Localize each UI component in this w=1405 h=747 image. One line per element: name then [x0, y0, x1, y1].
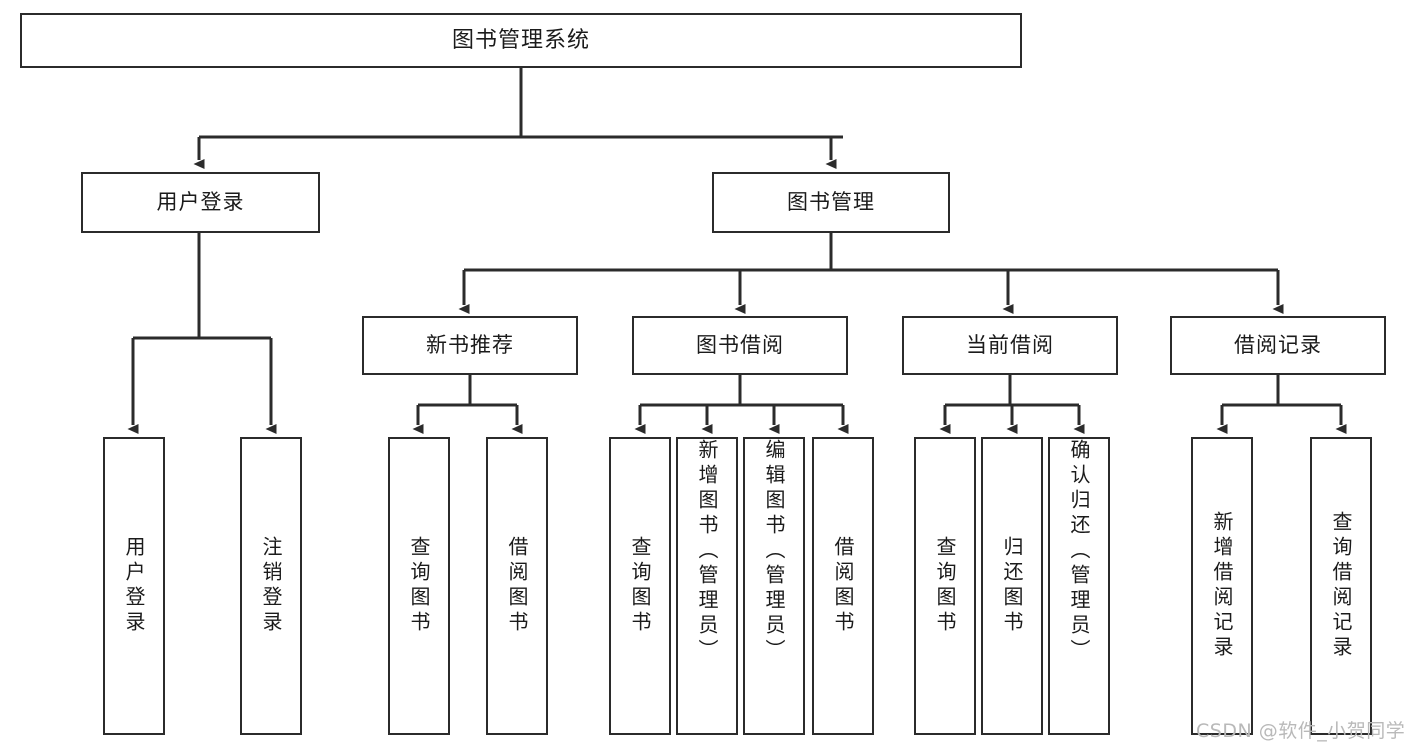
leaf-borrow-book-recommend[interactable]: 借阅图书	[486, 437, 548, 735]
node-label: 借阅图书	[831, 536, 855, 636]
node-label: 图书借阅	[696, 333, 784, 358]
node-label: 当前借阅	[966, 333, 1054, 358]
leaf-edit-book-admin[interactable]: 编辑图书（管理员）	[743, 437, 805, 735]
node-label: 新增图书（管理员）	[695, 439, 719, 664]
leaf-logout[interactable]: 注销登录	[240, 437, 302, 735]
node-current-borrow[interactable]: 当前借阅	[902, 316, 1118, 375]
leaf-user-login[interactable]: 用户登录	[103, 437, 165, 735]
node-label: 归还图书	[1000, 536, 1024, 636]
node-book-management[interactable]: 图书管理	[712, 172, 950, 233]
node-label: 编辑图书（管理员）	[762, 439, 786, 664]
leaf-add-borrow-record[interactable]: 新增借阅记录	[1191, 437, 1253, 735]
node-label: 查询借阅记录	[1329, 511, 1353, 661]
node-new-book-recommend[interactable]: 新书推荐	[362, 316, 578, 375]
node-label: 图书管理系统	[451, 27, 590, 53]
leaf-query-book-borrow[interactable]: 查询图书	[609, 437, 671, 735]
leaf-return-book[interactable]: 归还图书	[981, 437, 1043, 735]
node-root-system[interactable]: 图书管理系统	[20, 13, 1022, 68]
node-label: 用户登录	[122, 536, 146, 636]
node-label: 新增借阅记录	[1210, 511, 1234, 661]
leaf-query-book-recommend[interactable]: 查询图书	[388, 437, 450, 735]
node-label: 查询图书	[933, 536, 957, 636]
leaf-query-borrow-record[interactable]: 查询借阅记录	[1310, 437, 1372, 735]
node-label: 图书管理	[787, 190, 875, 215]
csdn-watermark: CSDN @软件_小贺同学	[1196, 720, 1405, 742]
node-label: 用户登录	[156, 190, 245, 215]
node-book-borrow[interactable]: 图书借阅	[632, 316, 848, 375]
leaf-add-book-admin[interactable]: 新增图书（管理员）	[676, 437, 738, 735]
node-label: 查询图书	[628, 536, 652, 636]
node-label: 确认归还（管理员）	[1067, 439, 1091, 664]
node-label: 新书推荐	[426, 333, 514, 358]
leaf-borrow-book[interactable]: 借阅图书	[812, 437, 874, 735]
node-borrow-record[interactable]: 借阅记录	[1170, 316, 1386, 375]
node-label: 注销登录	[259, 536, 283, 636]
node-label: 借阅记录	[1234, 333, 1322, 358]
leaf-confirm-return-admin[interactable]: 确认归还（管理员）	[1048, 437, 1110, 735]
node-label: 查询图书	[407, 536, 431, 636]
leaf-query-book-current[interactable]: 查询图书	[914, 437, 976, 735]
node-user-login[interactable]: 用户登录	[81, 172, 320, 233]
node-label: 借阅图书	[505, 536, 529, 636]
